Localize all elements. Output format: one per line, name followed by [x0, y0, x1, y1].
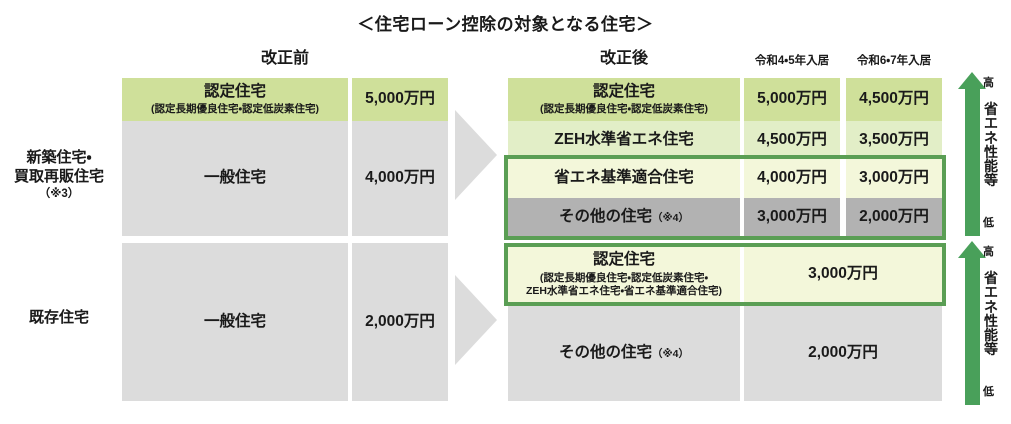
after-existing-other-housing-name-wrap: その他の住宅（※4） [559, 344, 689, 363]
transition-arrow-new-housing-icon [455, 110, 497, 200]
after-existing-certified-housing-amount-cell: 3,000万円 [744, 247, 942, 302]
after-new-zeh-housing-amount-67: 3,500万円 [859, 130, 929, 148]
after-new-energy-standard-housing-amount-67-cell: 3,000万円 [846, 159, 942, 198]
after-new-certified-housing-amount-45: 5,000万円 [757, 90, 827, 108]
before-new-general-housing-name: 一般住宅 [203, 169, 266, 187]
after-existing-other-housing-amount-cell: 2,000万円 [744, 306, 942, 401]
after-new-zeh-housing-cell: ZEH水準省エネ住宅 [508, 121, 740, 159]
after-new-other-housing-amount-45: 3,000万円 [757, 207, 827, 225]
after-existing-certified-housing-sub-line2: ZEH水準省エネ住宅・省エネ基準適合住宅) [525, 284, 723, 297]
performance-arrow-head-icon-top [958, 72, 986, 89]
performance-arrow-label-bottom: 省エネ性能等 [984, 270, 998, 358]
after-new-certified-housing-amount-67-cell: 4,500万円 [846, 78, 942, 121]
performance-arrow-high-label-top: 高 [983, 77, 994, 89]
column-header-reiwa-6-7: 令和6・7年入居 [856, 55, 932, 67]
after-new-other-housing-amount-67-cell: 2,000万円 [846, 198, 942, 236]
caption-before-revision: 改正前 [260, 50, 309, 67]
transition-arrow-existing-housing-icon [455, 275, 497, 365]
after-new-certified-housing-amount-45-cell: 5,000万円 [744, 78, 840, 121]
after-existing-certified-housing-cell: 認定住宅 (認定長期優良住宅・認定低炭素住宅・ ZEH水準省エネ住宅・省エネ基準… [508, 247, 740, 302]
before-new-general-housing-amount-cell: 4,000万円 [352, 121, 448, 236]
performance-arrow-high-label-bottom: 高 [983, 246, 994, 258]
before-new-general-housing-cell: 一般住宅 [122, 121, 348, 236]
after-new-zeh-housing-amount-45: 4,500万円 [757, 130, 827, 148]
performance-arrow-low-label-bottom: 低 [983, 386, 994, 398]
row-label-new-housing-note: （※3） [38, 188, 80, 201]
after-existing-other-housing-name: その他の住宅 [558, 344, 652, 362]
row-label-new-housing-line2: 買取再販住宅 [13, 168, 104, 186]
after-new-energy-standard-housing-name: 省エネ基準適合住宅 [554, 169, 694, 187]
performance-arrow-new-housing: 高 省エネ性能等 低 [952, 72, 1011, 236]
before-existing-general-housing-cell: 一般住宅 [122, 243, 348, 401]
after-new-energy-standard-housing-amount-45: 4,000万円 [757, 169, 827, 187]
performance-arrow-shaft-top [965, 89, 980, 236]
after-new-other-housing-name-wrap: その他の住宅（※4） [559, 208, 689, 227]
row-label-new-housing-line1: 新築住宅・ [26, 149, 92, 166]
before-new-certified-housing-sub: (認定長期優良住宅・認定低炭素住宅) [150, 103, 320, 116]
after-new-certified-housing-amount-67: 4,500万円 [859, 90, 929, 108]
after-new-other-housing-cell: その他の住宅（※4） [508, 198, 740, 236]
after-existing-other-housing-amount: 2,000万円 [808, 344, 878, 362]
before-new-certified-housing-name: 認定住宅 [203, 82, 266, 100]
caption-after-revision: 改正後 [599, 50, 648, 67]
before-new-certified-housing-amount: 5,000万円 [365, 90, 435, 108]
before-new-general-housing-amount: 4,000万円 [365, 169, 435, 187]
before-existing-general-housing-amount: 2,000万円 [365, 312, 435, 330]
after-new-certified-housing-name: 認定住宅 [592, 82, 655, 100]
after-new-energy-standard-housing-cell: 省エネ基準適合住宅 [508, 159, 740, 198]
after-new-certified-housing-cell: 認定住宅 (認定長期優良住宅・認定低炭素住宅) [508, 78, 740, 121]
row-label-new-housing: 新築住宅・ 買取再販住宅 （※3） [0, 148, 118, 202]
before-new-certified-housing-amount-cell: 5,000万円 [352, 78, 448, 121]
after-new-zeh-housing-amount-67-cell: 3,500万円 [846, 121, 942, 159]
performance-arrow-low-label-top: 低 [983, 217, 994, 229]
after-new-certified-housing-sub: (認定長期優良住宅・認定低炭素住宅) [539, 103, 709, 116]
after-new-other-housing-name: その他の住宅 [558, 207, 652, 225]
after-new-other-housing-amount-67: 2,000万円 [859, 207, 929, 225]
after-existing-certified-housing-name: 認定住宅 [592, 251, 655, 269]
after-existing-other-housing-cell: その他の住宅（※4） [508, 306, 740, 401]
performance-arrow-head-icon-bottom [958, 241, 986, 258]
column-header-reiwa-4-5: 令和4・5年入居 [754, 55, 830, 67]
after-existing-other-housing-note: （※4） [651, 348, 690, 361]
performance-arrow-existing-housing: 高 省エネ性能等 低 [952, 241, 1011, 405]
after-existing-certified-housing-amount: 3,000万円 [808, 265, 878, 283]
after-new-other-housing-amount-45-cell: 3,000万円 [744, 198, 840, 236]
after-new-energy-standard-housing-amount-67: 3,000万円 [859, 169, 929, 187]
before-existing-general-housing-amount-cell: 2,000万円 [352, 243, 448, 401]
after-new-zeh-housing-name: ZEH水準省エネ住宅 [554, 130, 694, 148]
after-new-other-housing-note: （※4） [651, 211, 690, 224]
after-existing-certified-housing-sub-line1: (認定長期優良住宅・認定低炭素住宅・ [539, 271, 709, 284]
performance-arrow-label-top: 省エネ性能等 [984, 101, 998, 189]
before-new-certified-housing-cell: 認定住宅 (認定長期優良住宅・認定低炭素住宅) [122, 78, 348, 121]
after-new-zeh-housing-amount-45-cell: 4,500万円 [744, 121, 840, 159]
before-existing-general-housing-name: 一般住宅 [203, 312, 266, 330]
after-new-energy-standard-housing-amount-45-cell: 4,000万円 [744, 159, 840, 198]
row-label-existing-housing: 既存住宅 [28, 309, 89, 326]
page-title: ＜住宅ローン控除の対象となる住宅＞ [357, 15, 654, 34]
performance-arrow-shaft-bottom [965, 258, 980, 405]
